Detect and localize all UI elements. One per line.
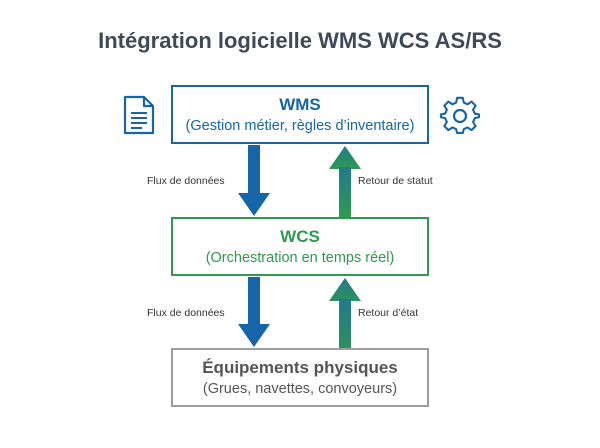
wcs-title: WCS (280, 227, 320, 246)
wms-subtitle: (Gestion métier, règles d’inventaire) (185, 118, 415, 134)
page-title: Intégration logicielle WMS WCS AS/RS (98, 28, 502, 53)
wcs-subtitle: (Orchestration en temps réel) (205, 250, 395, 266)
label-retour-statut: Retour de statut (358, 175, 433, 187)
arrow-up-wcs-wms (329, 146, 361, 217)
wms-title: WMS (279, 95, 321, 114)
equipment-box: Équipements physiques (Grues, navettes, … (171, 348, 429, 407)
arrow-up-equipment-wcs (329, 278, 361, 348)
arrow-down-wms-wcs (238, 145, 270, 216)
equipment-title: Équipements physiques (202, 358, 398, 377)
wms-box: WMS (Gestion métier, règles d’inventaire… (171, 85, 429, 144)
equipment-subtitle: (Grues, navettes, convoyeurs) (202, 381, 398, 397)
label-flux-donnees-top: Flux de données (147, 175, 225, 187)
wcs-box: WCS (Orchestration en temps réel) (171, 217, 429, 276)
arrow-down-wcs-equipment (238, 277, 270, 347)
document-icon (123, 95, 155, 135)
label-retour-etat: Retour d’état (358, 307, 419, 319)
label-flux-donnees-bottom: Flux de données (147, 307, 225, 319)
gear-icon (440, 96, 480, 134)
